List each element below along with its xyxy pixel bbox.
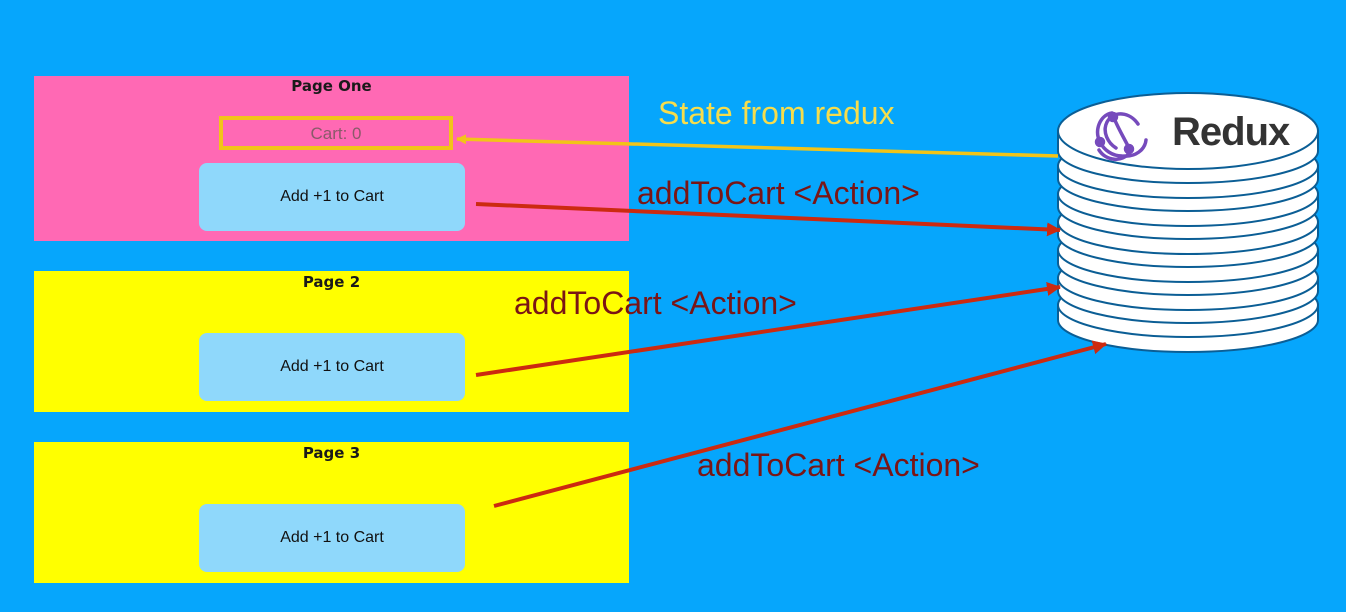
state-arrow	[456, 134, 1059, 158]
state-label: State from redux	[658, 95, 895, 131]
page-title: Page One	[291, 77, 372, 95]
add-to-cart-button[interactable]: Add +1 to Cart	[199, 504, 465, 572]
action-arrow-1	[475, 202, 1061, 237]
add-to-cart-button[interactable]: Add +1 to Cart	[199, 163, 465, 231]
action-label: addToCart <Action>	[637, 175, 920, 211]
action-label: addToCart <Action>	[514, 285, 797, 321]
page-one-panel: Page One Cart: 0 Add +1 to Cart	[34, 76, 629, 241]
cart-counter: Cart: 0	[219, 116, 453, 150]
page-three-panel: Page 3 Add +1 to Cart	[34, 442, 629, 583]
page-title: Page 3	[302, 444, 361, 462]
redux-logo-icon	[1094, 111, 1148, 161]
page-two-panel: Page 2 Add +1 to Cart	[34, 271, 629, 412]
add-to-cart-button[interactable]: Add +1 to Cart	[199, 333, 465, 401]
redux-store-label: Redux	[1172, 110, 1290, 154]
action-arrow-2	[475, 282, 1061, 377]
page-title: Page 2	[302, 273, 361, 291]
redux-store-database	[1057, 92, 1319, 353]
action-label: addToCart <Action>	[697, 447, 980, 483]
action-arrow-3	[493, 340, 1107, 508]
